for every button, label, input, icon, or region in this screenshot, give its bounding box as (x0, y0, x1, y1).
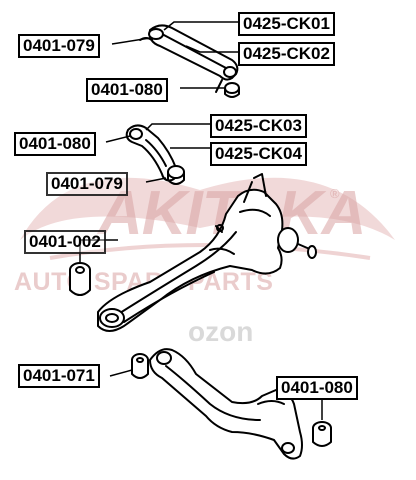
lateral-link-lower (125, 124, 179, 182)
label-0401-080-bottom: 0401-080 (276, 376, 358, 400)
label-0401-080-top: 0401-080 (86, 78, 168, 102)
bushing-mid (167, 165, 185, 185)
lateral-link-upper (139, 24, 239, 93)
label-0401-071: 0401-071 (18, 364, 100, 388)
bushing-bottom (312, 421, 332, 447)
bushing-0401-071 (131, 353, 149, 379)
marketplace-watermark: ozon (188, 316, 254, 347)
label-0425-ck03: 0425-CK03 (210, 114, 307, 138)
label-0425-ck04: 0425-CK04 (210, 142, 307, 166)
lower-control-arm (149, 348, 303, 460)
bushing-top (224, 82, 240, 98)
bushing-0401-002 (69, 262, 91, 296)
trailing-arm (97, 173, 317, 332)
label-0401-002: 0401-002 (24, 230, 106, 254)
label-0425-ck01: 0425-CK01 (238, 12, 335, 36)
label-0401-079-top: 0401-079 (18, 34, 100, 58)
label-0401-079-mid: 0401-079 (46, 172, 128, 196)
leader-lines (79, 21, 323, 420)
label-0425-ck02: 0425-CK02 (238, 42, 335, 66)
label-0401-080-mid: 0401-080 (14, 132, 96, 156)
